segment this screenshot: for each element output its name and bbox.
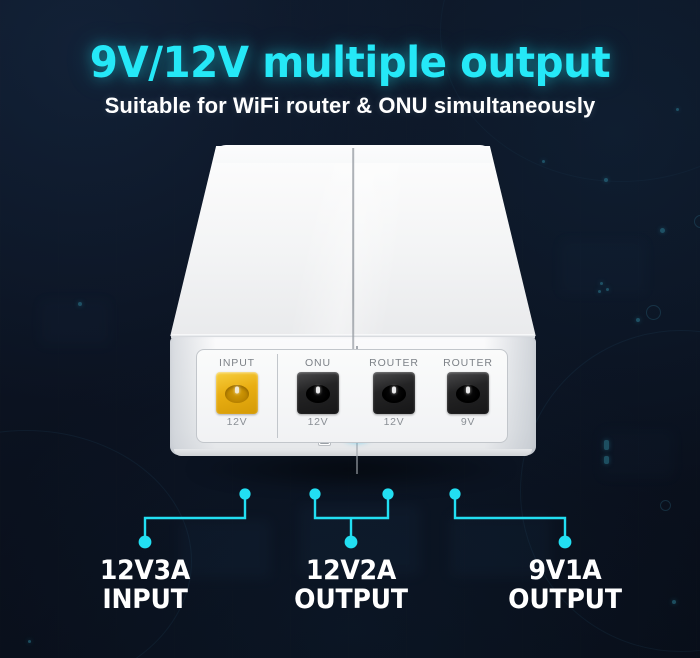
particle-ring xyxy=(646,305,661,320)
connector-output-9v xyxy=(453,497,567,540)
port-voltage: 12V xyxy=(307,416,329,428)
callout-line2: OUTPUT xyxy=(294,583,408,615)
callout-line1: 12V2A xyxy=(305,555,397,586)
port-onu[interactable]: ONU 12V xyxy=(281,354,355,438)
connector-endpoint-output-9v xyxy=(558,535,572,549)
dc-jack-black-icon[interactable] xyxy=(297,372,339,414)
particle-ring xyxy=(660,500,671,511)
particle-dot xyxy=(604,440,609,450)
jack-pin xyxy=(466,386,470,394)
particle-dot xyxy=(78,302,82,306)
texture-blob xyxy=(40,300,110,346)
particle-dot xyxy=(28,640,31,643)
panel-divider xyxy=(277,354,279,438)
callout-line2: OUTPUT xyxy=(508,583,622,615)
particle-dot xyxy=(600,282,603,285)
texture-curve xyxy=(0,430,192,658)
dc-jack-black-icon[interactable] xyxy=(373,372,415,414)
connector-endpoint-output-12v xyxy=(344,535,358,549)
device-vertical-seam xyxy=(352,148,354,418)
product-image-mini-ups: INPUT 12V ONU 12V ROUTER xyxy=(168,145,538,498)
callout-line1: 12V3A xyxy=(99,555,191,586)
particle-dot xyxy=(660,228,665,233)
callout-input: 12V3A INPUT xyxy=(45,555,245,615)
page-title: 9V/12V multiple output xyxy=(89,38,611,88)
jack-pin xyxy=(235,386,239,394)
callout-line2: INPUT xyxy=(102,583,188,615)
texture-blob xyxy=(600,430,674,478)
port-label: ROUTER xyxy=(443,357,493,369)
connector-endpoint-input xyxy=(138,535,152,549)
port-router-9v[interactable]: ROUTER 9V xyxy=(431,354,505,438)
particle-dot xyxy=(598,290,601,293)
particle-dot xyxy=(542,160,545,163)
port-label: ROUTER xyxy=(369,357,419,369)
port-voltage: 12V xyxy=(226,416,248,428)
port-label: ONU xyxy=(304,357,332,369)
particle-dot xyxy=(672,600,676,604)
port-input[interactable]: INPUT 12V xyxy=(200,354,274,438)
connector-output-12v-bridge xyxy=(313,497,390,520)
port-voltage: 9V xyxy=(460,416,476,428)
particle-dot xyxy=(606,288,609,291)
texture-blob xyxy=(560,240,646,294)
particle-ring xyxy=(694,215,700,228)
dc-jack-black-icon[interactable] xyxy=(447,372,489,414)
connector-input xyxy=(143,497,247,540)
jack-pin xyxy=(316,386,320,394)
port-label: INPUT xyxy=(219,357,255,369)
port-panel: INPUT 12V ONU 12V ROUTER xyxy=(196,349,508,443)
jack-pin xyxy=(392,386,396,394)
port-router-12v[interactable]: ROUTER 12V xyxy=(357,354,431,438)
callout-output-12v: 12V2A OUTPUT xyxy=(251,555,451,615)
callout-line1: 9V1A xyxy=(528,555,602,586)
particle-dot xyxy=(604,456,609,464)
port-voltage: 12V xyxy=(383,416,405,428)
dc-jack-yellow-icon[interactable] xyxy=(216,372,258,414)
particle-dot xyxy=(636,318,640,322)
page-subtitle: Suitable for WiFi router & ONU simultane… xyxy=(104,93,596,118)
callout-output-9v: 9V1A OUTPUT xyxy=(465,555,665,615)
device-bottom-edge xyxy=(174,449,532,456)
particle-dot xyxy=(604,178,608,182)
